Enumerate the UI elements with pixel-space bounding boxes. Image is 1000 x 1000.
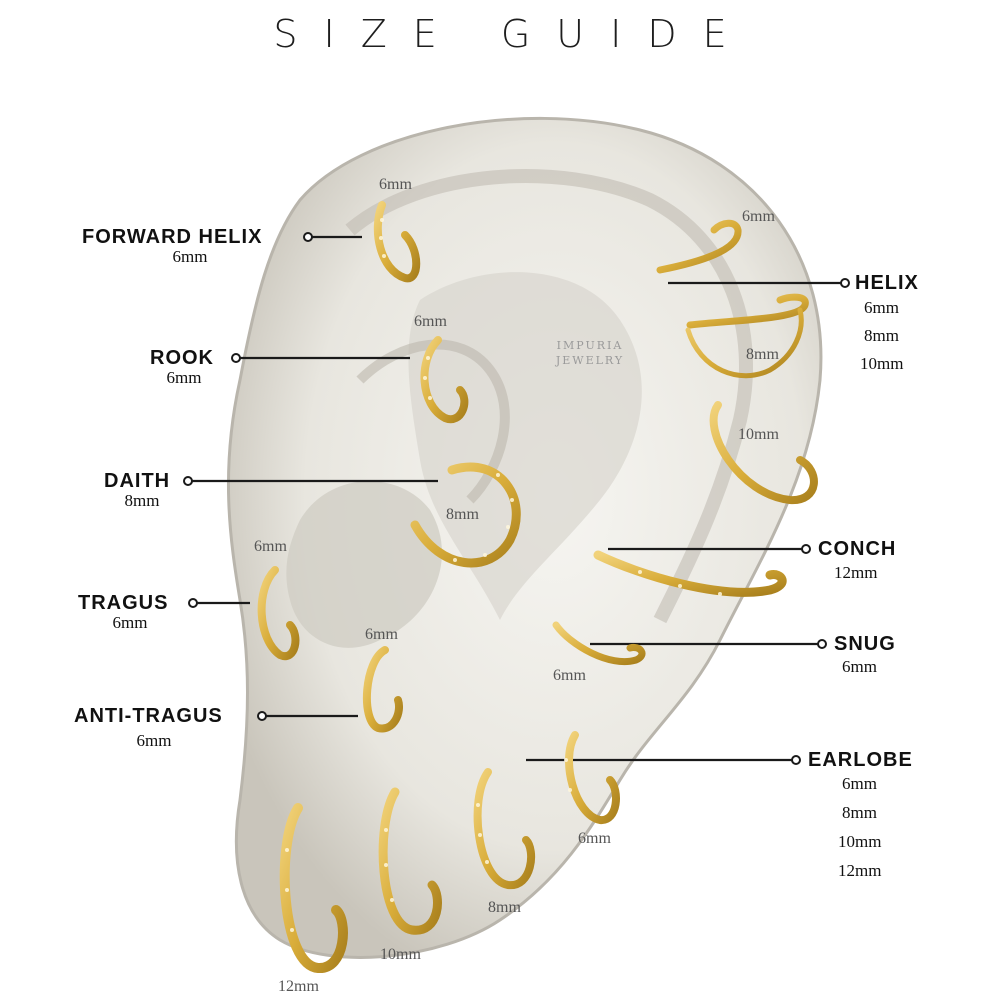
ring-conch [593,550,787,597]
ring-helix-10mm [709,401,818,505]
ring-daith [410,462,521,568]
label-snug: SNUG [834,633,896,655]
watermark-line-2: JEWELRY [555,354,625,367]
label-forward-helix: FORWARD HELIX [82,226,263,248]
size-helix-3: 10mm [860,354,904,373]
ring-forward-helix [373,201,421,283]
size-earlobe-2: 8mm [842,803,877,822]
ring-helix-8mm [686,293,809,329]
ring-helix-6mm [656,219,742,274]
ring-size-lobe-1: 6mm [578,830,611,847]
leader-dots [183,232,850,765]
watermark-line-1: IMPURIA [556,339,624,352]
ring-size-helix-1: 6mm [742,208,775,225]
label-daith: DAITH [104,470,171,492]
size-earlobe-3: 10mm [838,832,882,851]
ring-tragus [257,566,300,661]
size-conch: 12mm [834,563,878,582]
ring-helix-8mm-twist [685,307,804,379]
ring-lobe-6mm [565,731,620,824]
ring-anti-tragus [362,646,403,733]
leader-lines [188,235,845,762]
label-helix: HELIX [855,272,919,294]
size-snug: 6mm [842,657,877,676]
ring-size-daith: 8mm [446,506,479,523]
gem-dots [285,218,722,932]
size-rook: 6mm [166,368,202,387]
ring-size-helix-2: 8mm [746,346,779,363]
ring-size-helix-3: 10mm [738,426,779,443]
antihelix-ridge [356,339,510,504]
ring-size-anti-tragus: 6mm [365,626,398,643]
ring-lobe-8mm [473,768,536,890]
size-anti-tragus: 6mm [136,731,172,750]
ring-size-lobe-4: 12mm [278,978,319,995]
ring-size-lobe-3: 10mm [380,946,421,963]
size-helix-2: 8mm [864,326,899,345]
size-daith: 8mm [124,491,160,510]
concha-shadow [408,272,642,620]
label-earlobe: EARLOBE [808,749,913,771]
inner-shadow [286,481,442,648]
size-tragus: 6mm [112,613,148,632]
ring-size-forward-helix: 6mm [379,176,412,193]
ring-size-lobe-2: 8mm [488,899,521,916]
helix-fold [345,169,753,624]
label-rook: ROOK [150,347,214,369]
size-earlobe-1: 6mm [842,774,877,793]
size-forward-helix: 6mm [172,247,208,266]
size-earlobe-4: 12mm [838,861,882,880]
ring-size-rook: 6mm [414,313,447,330]
ring-size-snug: 6mm [553,667,586,684]
watermark: IMPURIA JEWELRY [540,338,640,368]
label-tragus: TRAGUS [78,592,169,614]
size-helix-1: 6mm [864,298,899,317]
label-anti-tragus: ANTI-TRAGUS [74,705,223,727]
ring-size-tragus: 6mm [254,538,287,555]
ring-snug [552,621,646,666]
page-title: SIZE GUIDE [273,12,753,56]
label-conch: CONCH [818,538,897,560]
